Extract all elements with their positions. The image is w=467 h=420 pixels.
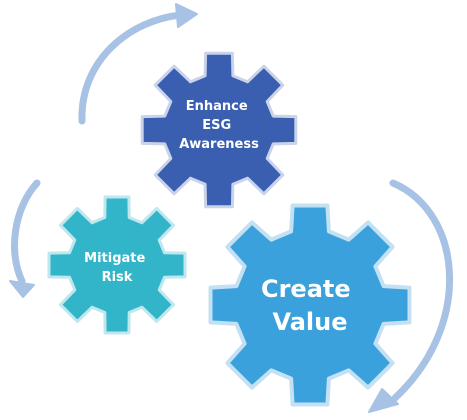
gear-enhance-label: Enhance ESG Awareness	[179, 99, 259, 152]
gear-enhance-line-2: ESG	[202, 118, 231, 133]
gear-mitigate-risk: Mitigate Risk	[47, 195, 187, 335]
arrow-left-icon	[9, 179, 41, 298]
gear-mitigate-shape	[47, 195, 187, 335]
gear-enhance-line-3: Awareness	[179, 137, 259, 152]
gear-enhance-line-1: Enhance	[186, 99, 248, 114]
gear-create-label: Create Value	[261, 275, 359, 336]
gear-mitigate-label: Mitigate Risk	[84, 251, 150, 285]
arrow-right-icon	[368, 179, 453, 413]
gear-create-shape	[208, 203, 412, 407]
cycle-arrows	[9, 3, 453, 413]
arrow-top-icon	[78, 3, 198, 125]
gear-create-line-1: Create	[261, 275, 351, 303]
gear-enhance-esg-awareness: Enhance ESG Awareness	[140, 51, 298, 209]
gear-create-value: Create Value	[208, 203, 412, 407]
gear-enhance-shape	[140, 51, 298, 209]
gear-create-line-2: Value	[272, 308, 347, 336]
gear-mitigate-line-1: Mitigate	[84, 251, 145, 266]
gear-mitigate-line-2: Risk	[102, 270, 133, 285]
